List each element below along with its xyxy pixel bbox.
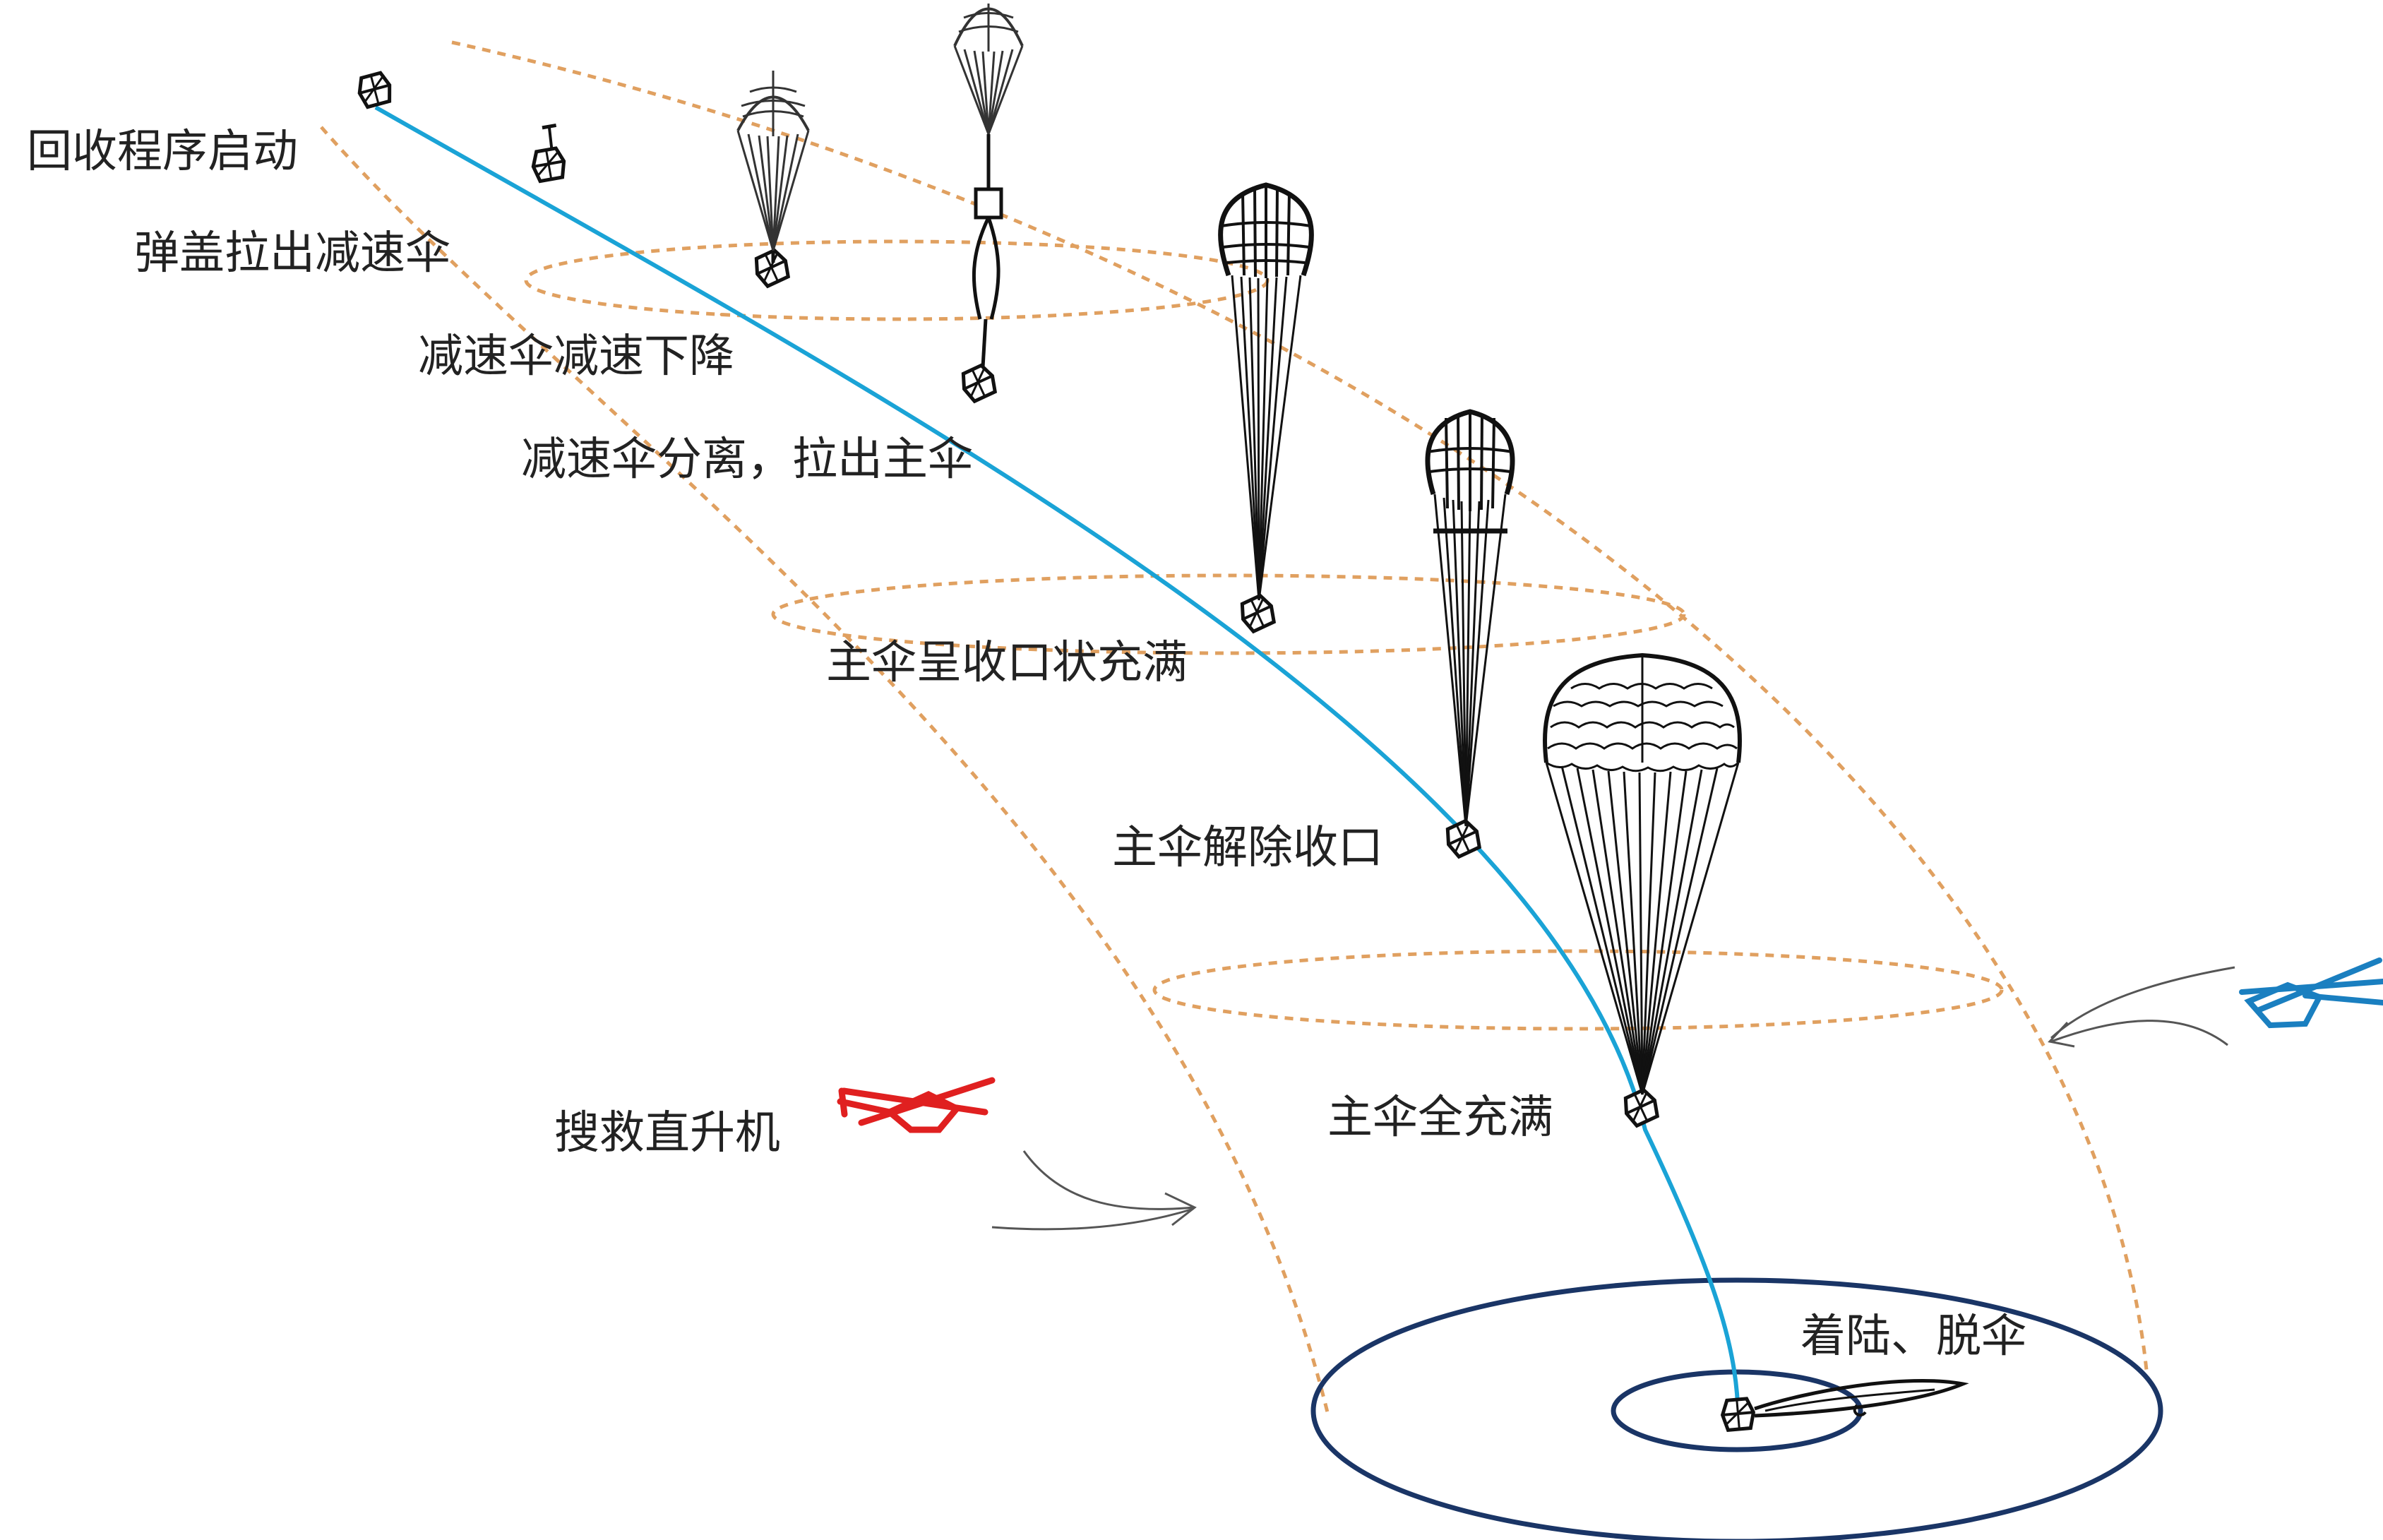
drogue-parachute-icon [736,71,810,263]
envelope-ring-lower [1152,949,2004,1031]
label-main-deploy: 减速伞分离，拉出主伞 [521,434,973,486]
landing-zone [1310,1277,2163,1540]
drogue-parachute-separating-icon [953,4,1024,368]
main-parachute-full-icon [1543,652,1742,1095]
main-parachute-disreefing-icon [1425,409,1515,827]
label-main-full: 主伞全充满 [1327,1092,1553,1144]
label-main-reefed: 主伞呈收口状充满 [826,637,1188,689]
descent-envelope [320,40,2149,1413]
capsule-stage8 [1721,1398,1755,1431]
envelope-ring-middle [771,573,1686,655]
helicopter-icon [837,1077,996,1133]
capsule-stage7 [1620,1087,1661,1128]
label-landing: 着陆、脱伞 [1800,1311,2026,1363]
label-recovery-start: 回收程序启动 [27,126,298,178]
capsule-stage6 [1443,818,1483,859]
label-drogue-descent: 减速伞减速下降 [418,330,734,383]
main-parachute-reefed-icon [1218,182,1314,601]
envelope-left-edge [320,126,1330,1413]
helicopter-icon [2239,957,2383,1029]
capsule-stage2 [527,123,566,182]
capsule-stage1 [356,71,393,108]
deflated-parachute-icon [1754,1378,1969,1418]
envelope-right-edge [451,40,2149,1371]
capsule-stage4 [958,363,999,403]
descent-trajectory [374,105,1740,1420]
helicopter-approach-arrow [991,1150,1197,1231]
label-rescue-helicopter: 搜救直升机 [554,1107,780,1159]
helicopter-approach-arrow [2048,966,2235,1048]
stage-labels: 回收程序启动 弹盖拉出减速伞 减速伞减速下降 减速伞分离，拉出主伞 主伞呈收口状… [27,126,2026,1363]
landing-zone-outer [1310,1277,2163,1540]
capsule-stage5 [1237,593,1278,633]
landing-zone-inner [1611,1369,1863,1452]
label-main-disreef: 主伞解除收口 [1112,822,1383,874]
label-drogue-deploy: 弹盖拉出减速伞 [134,227,450,280]
